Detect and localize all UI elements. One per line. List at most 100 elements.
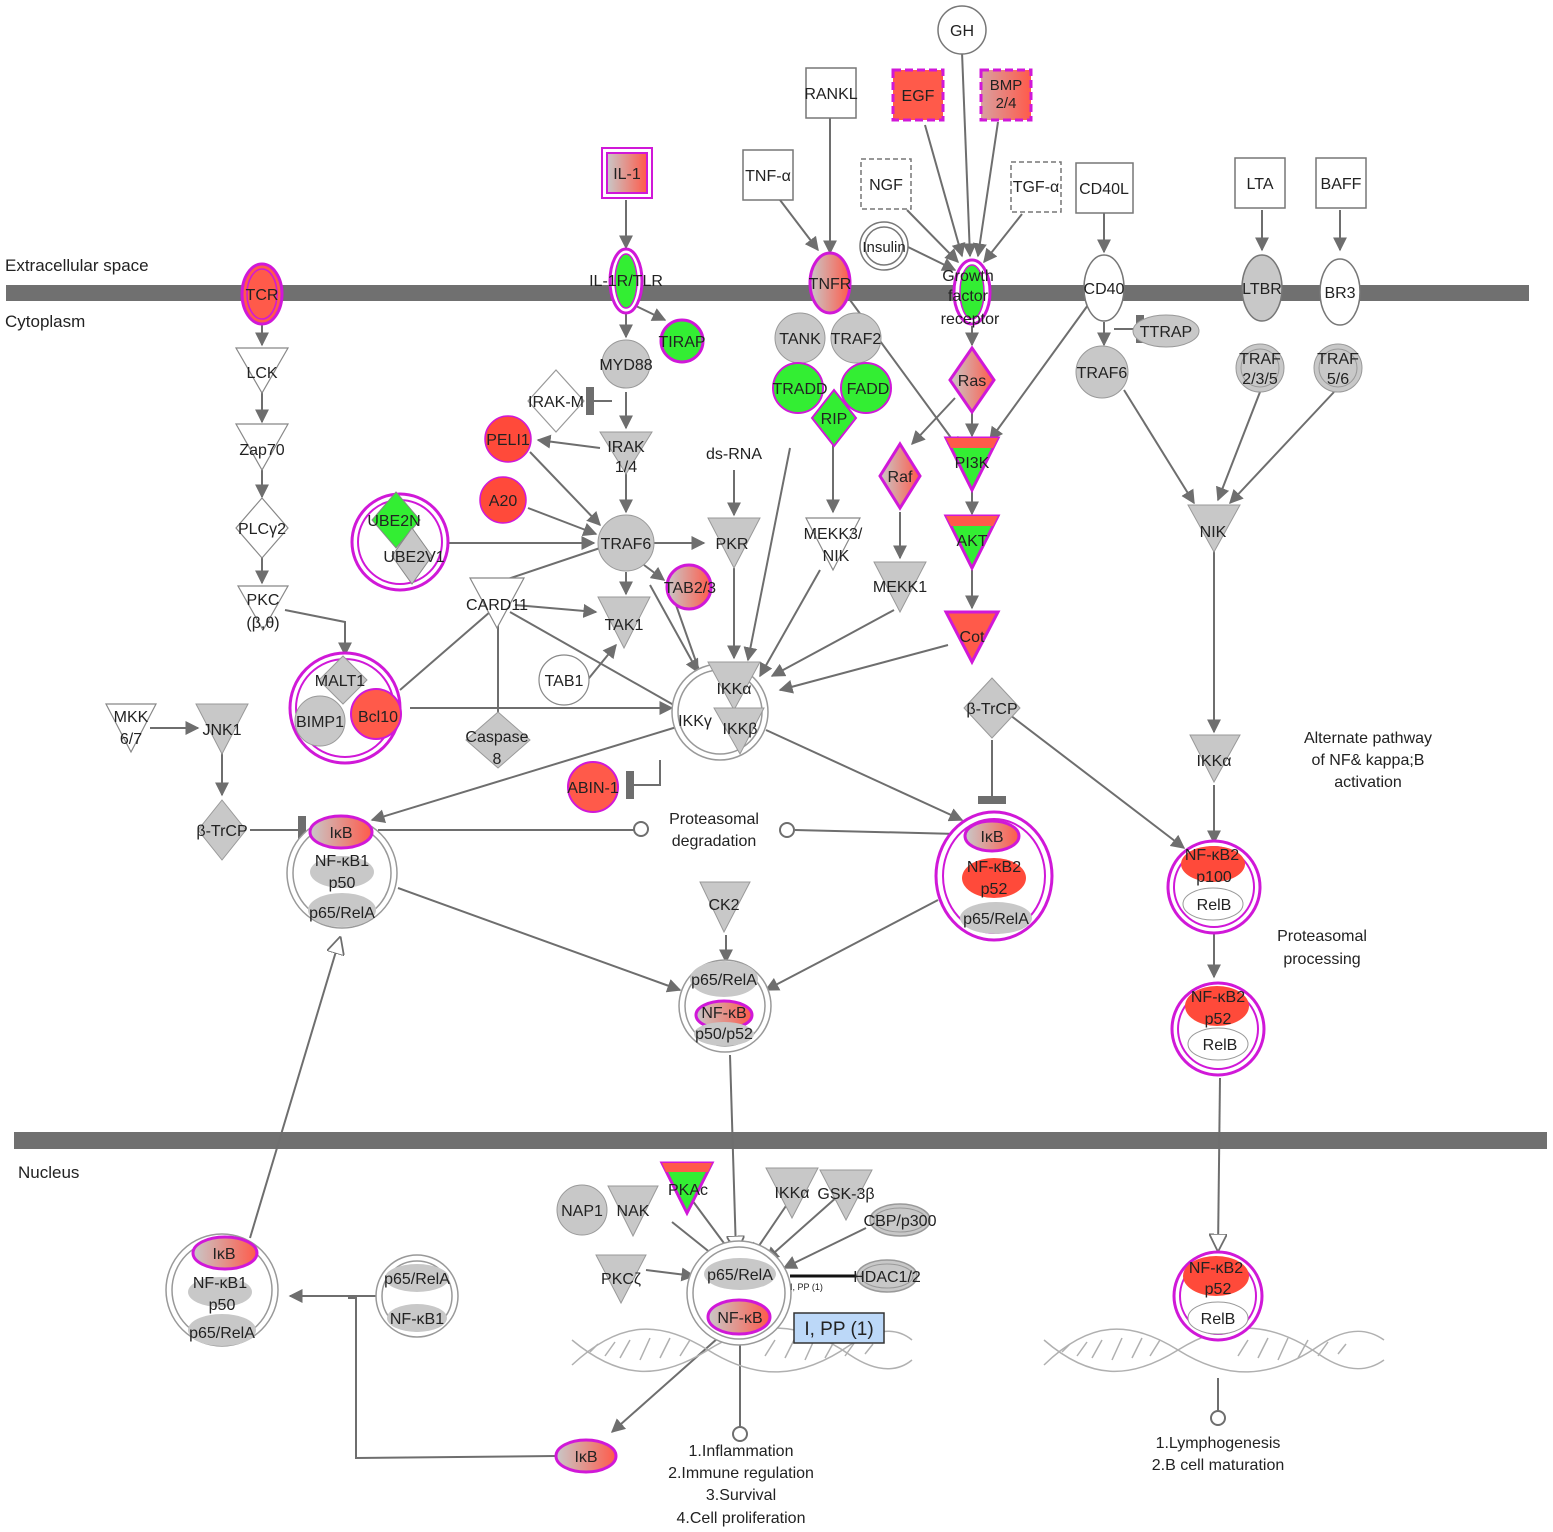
svg-text:IKKβ: IKKβ bbox=[723, 721, 758, 738]
node-raf[interactable]: Raf bbox=[878, 441, 922, 511]
node-baff[interactable]: BAFF bbox=[1315, 157, 1367, 209]
node-nfkb2-p52-nucleus[interactable]: NF-κB2 p52 RelB bbox=[1172, 1250, 1264, 1342]
node-dsrna: ds-RNA bbox=[706, 446, 762, 463]
node-tab23[interactable]: TAB2/3 bbox=[664, 563, 716, 611]
node-cd40[interactable]: CD40 bbox=[1083, 254, 1125, 322]
node-bmp[interactable]: BMP 2/4 bbox=[979, 68, 1033, 122]
node-br3[interactable]: BR3 bbox=[1319, 258, 1361, 326]
node-mekk1[interactable]: MEKK1 bbox=[873, 561, 927, 614]
node-tcr[interactable]: TCR bbox=[240, 262, 284, 326]
svg-text:LTA: LTA bbox=[1247, 176, 1274, 193]
node-nap1[interactable]: NAP1 bbox=[556, 1184, 608, 1236]
node-traf235[interactable]: TRAF 2/3/5 bbox=[1235, 343, 1285, 393]
svg-text:ABIN-1: ABIN-1 bbox=[567, 780, 619, 797]
svg-text:IKKα: IKKα bbox=[774, 1185, 809, 1202]
annotation-ipp-box[interactable]: I, PP (1) bbox=[793, 1312, 885, 1344]
svg-text:CD40: CD40 bbox=[1084, 281, 1125, 298]
svg-text:JNK1: JNK1 bbox=[202, 722, 241, 739]
node-nfkb1-complex-cyto[interactable]: IκB NF-κB1 p50 p65/RelA bbox=[286, 814, 398, 929]
node-gsk3b[interactable]: GSK-3β bbox=[817, 1169, 875, 1222]
node-ikka-alt[interactable]: IKKα bbox=[1189, 734, 1241, 784]
node-pi3k[interactable]: PI3K bbox=[943, 436, 1001, 494]
svg-text:RelB: RelB bbox=[1203, 1037, 1238, 1054]
node-btrcp-left[interactable]: β-TrCP bbox=[196, 799, 248, 861]
node-zap70[interactable]: Zap70 bbox=[234, 423, 290, 472]
svg-text:TGF-α: TGF-α bbox=[1013, 179, 1060, 196]
node-hdac[interactable]: HDAC1/2 bbox=[853, 1259, 921, 1293]
node-nfkb2-complex-cyto[interactable]: IκB NF-κB2 p52 p65/RelA bbox=[934, 810, 1054, 942]
node-tak1[interactable]: TAK1 bbox=[597, 596, 651, 650]
node-ikka-nucleus[interactable]: IKKα bbox=[765, 1167, 819, 1220]
node-ube2n-complex[interactable]: UBE2N UBE2V1 bbox=[350, 491, 450, 592]
node-jnk1[interactable]: JNK1 bbox=[195, 703, 249, 756]
svg-text:CBP/p300: CBP/p300 bbox=[864, 1213, 937, 1230]
node-ltbr[interactable]: LTBR bbox=[1241, 254, 1283, 322]
node-tnfr[interactable]: TNFR bbox=[808, 251, 852, 315]
node-ikb-nucleus[interactable]: IκB bbox=[554, 1438, 618, 1474]
node-tgfa[interactable]: TGF-α bbox=[1010, 161, 1062, 213]
node-egf[interactable]: EGF bbox=[891, 68, 945, 122]
node-nfkb-nucleus-complex[interactable]: p65/RelA NF-κB bbox=[686, 1240, 792, 1346]
node-growth-factor-receptor[interactable]: Growth factor receptor bbox=[941, 258, 1000, 328]
node-nik[interactable]: NIK bbox=[1187, 504, 1241, 554]
node-p65-nfkb1-nucleus[interactable]: p65/RelA NF-κB1 bbox=[375, 1254, 459, 1338]
node-ras[interactable]: Ras bbox=[948, 345, 996, 415]
svg-text:A20: A20 bbox=[489, 493, 518, 510]
svg-text:PKAc: PKAc bbox=[668, 1182, 708, 1199]
svg-text:TIRAP: TIRAP bbox=[658, 334, 705, 351]
node-myd88[interactable]: MYD88 bbox=[599, 339, 653, 389]
node-lta[interactable]: LTA bbox=[1234, 157, 1286, 209]
node-insulin[interactable]: Insulin bbox=[859, 221, 909, 271]
node-pkac[interactable]: PKAc bbox=[659, 1161, 715, 1217]
node-irak[interactable]: IRAK 1/4 bbox=[599, 431, 653, 476]
node-nfkb-mid-complex[interactable]: p65/RelA NF-κB p50/p52 bbox=[678, 959, 772, 1053]
svg-text:TRADD: TRADD bbox=[772, 381, 827, 398]
node-mkk67[interactable]: MKK 6/7 bbox=[105, 703, 157, 754]
node-abin1[interactable]: ABIN-1 bbox=[567, 761, 619, 813]
node-pkr[interactable]: PKR bbox=[707, 517, 761, 570]
node-plcg2[interactable]: PLCγ2 bbox=[235, 497, 289, 559]
node-gh[interactable]: GH bbox=[937, 5, 987, 55]
svg-text:IKKα: IKKα bbox=[716, 681, 751, 698]
node-traf6[interactable]: TRAF6 bbox=[597, 514, 655, 572]
node-irak-m[interactable]: IRAK-M bbox=[527, 369, 585, 433]
node-nfkb2-p100-complex[interactable]: NF-κB2 p100 RelB bbox=[1166, 839, 1262, 935]
node-cd40l[interactable]: CD40L bbox=[1075, 162, 1134, 214]
node-a20[interactable]: A20 bbox=[479, 476, 527, 524]
node-ttrap[interactable]: TTRAP bbox=[1132, 314, 1200, 348]
node-peli1[interactable]: PELI1 bbox=[484, 415, 532, 463]
node-ikk-complex[interactable]: IKKα IKKγ IKKβ bbox=[671, 661, 769, 761]
node-il1r-tlr[interactable]: IL-1R/TLR bbox=[589, 247, 663, 315]
svg-text:Raf: Raf bbox=[888, 469, 913, 486]
node-tnfa[interactable]: TNF-α bbox=[742, 149, 794, 201]
node-malt1-complex[interactable]: MALT1 BIMP1 Bcl10 bbox=[288, 651, 402, 765]
region-extracellular: Extracellular space bbox=[5, 256, 149, 275]
edge-label-ipp: I, PP (1) bbox=[790, 1282, 823, 1292]
node-rankl[interactable]: RANKL bbox=[804, 67, 858, 119]
node-traf6-right[interactable]: TRAF6 bbox=[1075, 345, 1129, 399]
svg-text:BIMP1: BIMP1 bbox=[296, 714, 344, 731]
edges bbox=[150, 51, 1347, 1460]
node-akt[interactable]: AKT bbox=[943, 514, 1001, 572]
node-il1[interactable]: IL-1 bbox=[601, 147, 653, 199]
node-nfkb2-p52-cyto[interactable]: NF-κB2 p52 RelB bbox=[1170, 981, 1266, 1077]
node-card11[interactable]: CARD11 bbox=[466, 577, 528, 630]
node-cbp-p300[interactable]: CBP/p300 bbox=[864, 1203, 937, 1237]
node-nak[interactable]: NAK bbox=[607, 1185, 659, 1238]
node-pkcz[interactable]: PKCζ bbox=[595, 1254, 647, 1305]
node-tab1[interactable]: TAB1 bbox=[538, 654, 590, 706]
svg-text:8: 8 bbox=[493, 751, 502, 768]
node-ngf[interactable]: NGF bbox=[860, 158, 912, 210]
node-tirap[interactable]: TIRAP bbox=[658, 318, 706, 364]
node-btrcp-right[interactable]: β-TrCP bbox=[963, 677, 1021, 739]
node-mekk3-nik[interactable]: MEKK3/ NIK bbox=[804, 517, 863, 572]
node-traf56[interactable]: TRAF 5/6 bbox=[1313, 343, 1363, 393]
node-lck[interactable]: LCK bbox=[234, 347, 290, 395]
node-cot[interactable]: Cot bbox=[943, 610, 1001, 666]
node-tank-complex[interactable]: TANK TRAF2 TRADD FADD RIP bbox=[772, 312, 892, 448]
node-nfkb1-complex-nucleus[interactable]: IκB NF-κB1 p50 p65/RelA bbox=[165, 1233, 279, 1347]
node-caspase8[interactable]: Caspase 8 bbox=[465, 711, 531, 769]
node-pkc[interactable]: PKC (β,θ) bbox=[236, 585, 290, 632]
node-ck2[interactable]: CK2 bbox=[699, 881, 751, 934]
